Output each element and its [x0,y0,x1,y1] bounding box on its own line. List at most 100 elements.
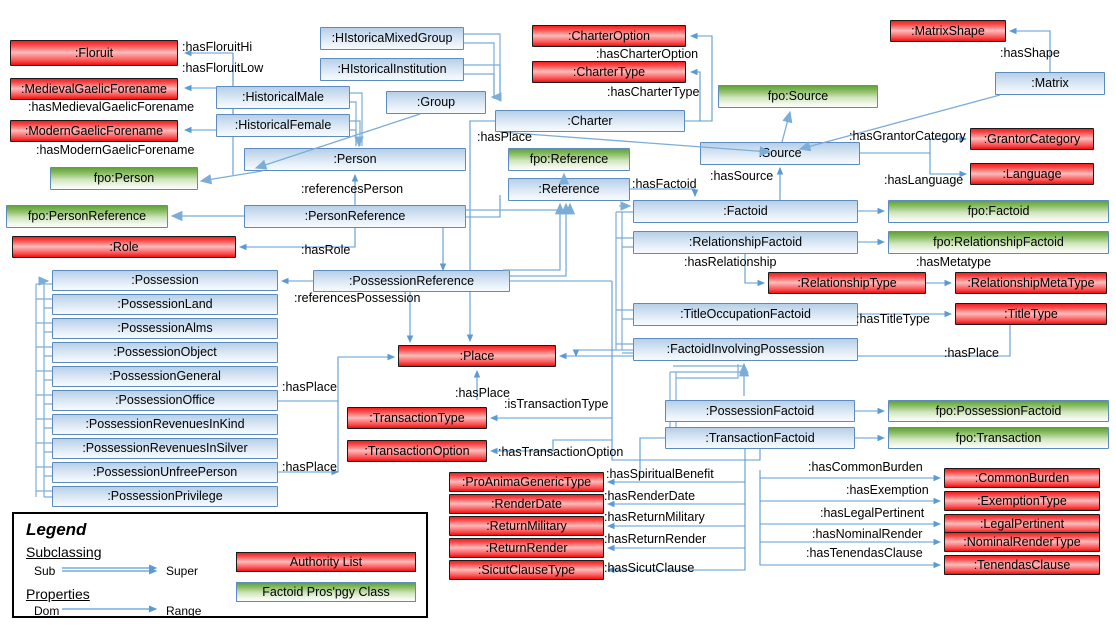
node-person-reference[interactable]: :PersonReference [244,205,466,228]
node-source[interactable]: :Source [700,142,860,165]
node-relationship-factoid[interactable]: :RelationshipFactoid [633,231,858,254]
node-fpo-person-reference[interactable]: fpo:PersonReference [6,205,168,228]
node-historical-female[interactable]: :HistoricalFemale [216,114,350,137]
node-grantor-category[interactable]: :GrantorCategory [970,128,1094,150]
node-label: :PossessionOffice [115,393,215,408]
node-charter[interactable]: :Charter [495,110,685,132]
node-title-type[interactable]: :TitleType [955,303,1107,325]
node-possession-reference[interactable]: :PossessionReference [313,270,510,292]
node-label: :LegalPertinent [979,516,1065,531]
node-possession-revenues-in-kind[interactable]: :PossessionRevenuesInKind [52,414,278,435]
node-label: fpo:PersonReference [27,209,147,224]
legend-range-label: Range [166,604,202,618]
node-medieval-gaelic-forename[interactable]: :MedievalGaelicForename [10,78,178,100]
edge-label-hasCharterOption: :hasCharterOption [596,47,699,61]
node-transaction-factoid[interactable]: :TransactionFactoid [665,427,855,449]
node-possession[interactable]: :Possession [52,270,278,291]
node-possession-alms[interactable]: :PossessionAlms [52,318,278,339]
node-label: :HistoricalFemale [234,118,332,133]
node-fpo-relationship-factoid[interactable]: fpo:RelationshipFactoid [888,231,1109,254]
node-possession-privilege[interactable]: :PossessionPrivilege [52,486,278,507]
node-person[interactable]: :Person [244,148,466,171]
node-label: :PossessionRevenuesInKind [85,417,245,432]
node-possession-object[interactable]: :PossessionObject [52,342,278,363]
node-role[interactable]: :Role [12,236,236,258]
node-reference[interactable]: :Reference [508,178,630,201]
node-common-burden[interactable]: :CommonBurden [944,468,1100,488]
edge-label-hasSource: :hasSource [710,169,774,183]
node-group[interactable]: :Group [386,91,486,114]
edge-label-hasPlace-unfree: :hasPlace [282,460,337,474]
node-possession-revenues-in-silver[interactable]: :PossessionRevenuesInSilver [52,438,278,459]
node-fpo-possession-factoid[interactable]: fpo:PossessionFactoid [888,400,1109,422]
node-label: :RelationshipMetaType [967,275,1095,290]
node-tenendas-clause[interactable]: :TenendasClause [944,555,1100,575]
legend-authority-list-label: Authority List [289,555,363,569]
node-label: :ReturnMilitary [486,518,567,533]
node-fpo-factoid[interactable]: fpo:Factoid [888,200,1109,223]
edge-label-hasShape: :hasShape [1000,46,1060,60]
node-title-occupation-factoid[interactable]: :TitleOccupationFactoid [633,303,858,326]
node-label: :PossessionFactoid [705,403,815,418]
edge-label-referencesPerson: :referencesPerson [301,182,404,196]
edge-label-hasGrantorCategory: :hasGrantorCategory [849,129,966,143]
node-place[interactable]: :Place [398,345,556,367]
node-relationship-type[interactable]: :RelationshipType [768,272,926,294]
node-factoid[interactable]: :Factoid [633,200,858,223]
node-label: :PossessionLand [117,297,213,312]
node-sicut-clause-type[interactable]: :SicutClauseType [449,560,604,580]
node-nominal-render-type[interactable]: :NominalRenderType [944,532,1100,552]
node-transaction-type[interactable]: :TransactionType [347,407,487,429]
node-fpo-transaction[interactable]: fpo:Transaction [888,427,1109,449]
edge-label-hasFactoid: :hasFactoid [632,177,697,191]
edge-label-hasRole: :hasRole [301,243,351,257]
node-label: :Factoid [723,204,768,219]
node-language[interactable]: :Language [970,163,1094,185]
node-possession-factoid[interactable]: :PossessionFactoid [665,400,855,422]
node-fpo-source[interactable]: fpo:Source [718,85,878,108]
node-factoid-involving-possession[interactable]: :FactoidInvolvingPossession [633,338,858,361]
node-return-render[interactable]: :ReturnRender [449,538,604,558]
node-floruit[interactable]: :Floruit [10,40,178,66]
node-relationship-meta-type[interactable]: :RelationshipMetaType [955,272,1107,294]
node-exemption-type[interactable]: :ExemptionType [944,491,1100,511]
node-label: :ModernGaelicForename [24,123,164,138]
node-label: :RelationshipFactoid [688,235,803,250]
node-historical-institution[interactable]: :HIstoricalInstitution [320,58,464,81]
node-fpo-person[interactable]: fpo:Person [50,167,198,190]
node-historical-male[interactable]: :HistoricalMale [216,86,350,109]
node-label: :Possession [131,273,199,288]
edge-label-isTransactionType: :isTransactionType [504,397,609,411]
node-label: :Matrix [1031,76,1069,91]
node-legal-pertinent[interactable]: :LegalPertinent [944,514,1100,534]
node-return-military[interactable]: :ReturnMilitary [449,516,604,536]
legend-factoid-class-label: Factoid Pros'pgy Class [262,585,390,599]
node-label: :PossessionObject [113,345,217,360]
node-render-date[interactable]: :RenderDate [449,494,604,514]
edge-label-hasMetatype: :hasMetatype [916,255,992,269]
node-label: :HIstoricaMixedGroup [331,31,453,46]
node-modern-gaelic-forename[interactable]: :ModernGaelicForename [10,120,178,142]
node-fpo-reference[interactable]: fpo:Reference [508,148,630,171]
node-possession-land[interactable]: :PossessionLand [52,294,278,315]
node-label: :ExemptionType [977,493,1067,508]
node-matrix-shape[interactable]: :MatrixShape [890,20,1006,42]
node-matrix[interactable]: :Matrix [995,72,1105,95]
node-charter-type[interactable]: :CharterType [532,61,686,83]
node-label: :Source [758,146,802,161]
node-possession-unfree-person[interactable]: :PossessionUnfreePerson [52,462,278,483]
node-transaction-option[interactable]: :TransactionOption [347,440,487,462]
node-historica-mixed-group[interactable]: :HIstoricaMixedGroup [320,27,464,50]
node-possession-general[interactable]: :PossessionGeneral [52,366,278,387]
edge-label-hasSicutClause: :hasSicutClause [604,561,695,575]
node-label: :CommonBurden [974,470,1070,485]
edge-label-hasFloruitLow: :hasFloruitLow [182,61,264,75]
node-charter-option[interactable]: :CharterOption [532,25,686,47]
node-possession-office[interactable]: :PossessionOffice [52,390,278,411]
node-label: fpo:Transaction [955,430,1042,445]
edge-label-hasPlace-charter: :hasPlace [477,130,532,144]
node-pro-anima-generic-type[interactable]: :ProAnimaGenericType [449,472,604,492]
legend-subclassing-heading: Subclassing [26,544,102,560]
node-label: :MatrixShape [911,23,985,38]
